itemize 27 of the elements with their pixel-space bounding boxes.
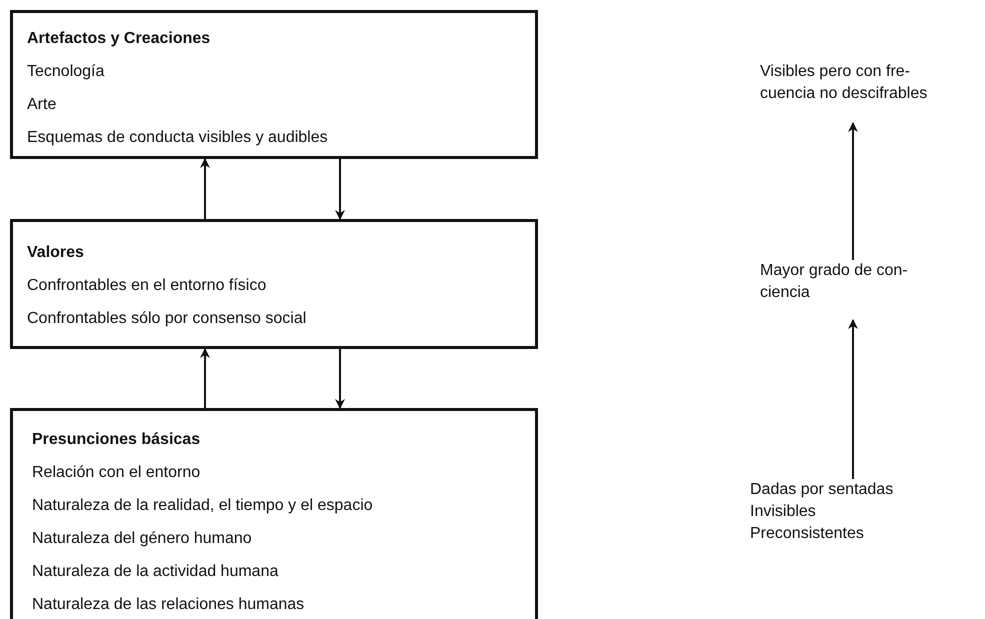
level-description: Dadas por sentadas (750, 480, 894, 500)
level-description: Mayor grado de con- ciencia (760, 261, 909, 303)
box-item: Esquemas de conducta visibles y audibles (27, 128, 329, 148)
process-box (10, 219, 538, 349)
arrow (335, 349, 345, 409)
level-description: Visibles pero con fre- cuencia no descifrables (760, 62, 928, 104)
box-item: Arte (27, 95, 58, 115)
box-item: Naturaleza de la realidad, el tiempo y el espacio (32, 496, 374, 516)
arrow (335, 159, 345, 220)
box-heading: Artefactos y Creaciones (27, 29, 212, 49)
arrow (200, 348, 210, 408)
box-item: Confrontables sólo por consenso social (27, 309, 308, 329)
box-heading: Presunciones básicas (32, 430, 202, 450)
box-heading: Valores (27, 243, 85, 263)
box-item: Tecnología (27, 62, 106, 82)
level-description: Preconsistentes (750, 524, 865, 544)
box-item: Confrontables en el entorno físico (27, 276, 268, 296)
process-box (10, 408, 538, 619)
process-box (10, 10, 538, 159)
box-item: Naturaleza de las relaciones humanas (32, 595, 306, 615)
level-description: Invisibles (750, 502, 817, 522)
arrow (848, 122, 858, 260)
box-item: Naturaleza del género humano (32, 529, 253, 549)
arrow (200, 158, 210, 219)
box-item: Relación con el entorno (32, 463, 202, 483)
box-item: Naturaleza de la actividad humana (32, 562, 280, 582)
arrow (848, 319, 858, 479)
